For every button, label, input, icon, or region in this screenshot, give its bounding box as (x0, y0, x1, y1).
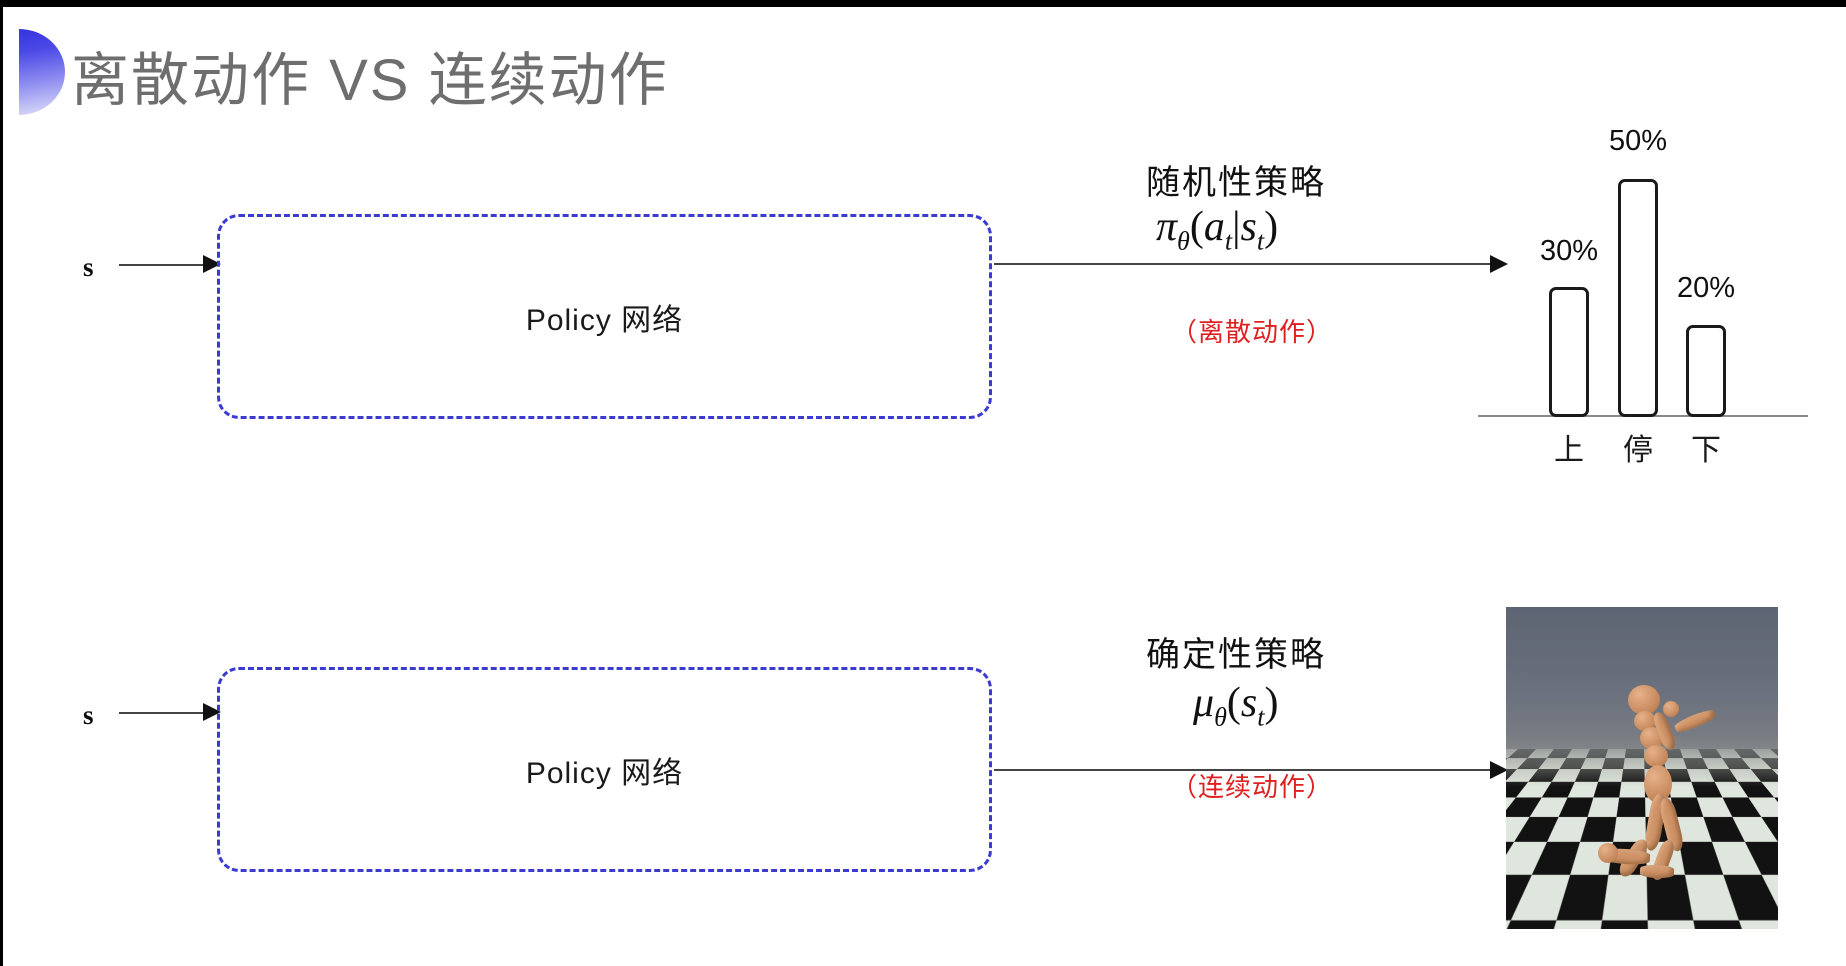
formula-arg-s-2: s (1241, 680, 1257, 726)
bar-value-down: 20% (1656, 272, 1756, 305)
bar-value-up: 30% (1519, 235, 1619, 268)
formula-arg-s-sub-t: t (1257, 226, 1264, 255)
policy-formula-continuous: μθ(st) (1193, 679, 1278, 732)
formula-open-paren: ( (1190, 204, 1204, 250)
formula-symbol-mu: μ (1193, 680, 1214, 726)
policy-formula-discrete: πθ(at|st) (1156, 203, 1278, 256)
action-type-note-discrete: （离散动作） (1171, 312, 1333, 349)
output-arrow-line-discrete (994, 263, 1494, 265)
formula-sub-theta-2: θ (1214, 702, 1227, 731)
formula-arg-a-sub-t: t (1225, 226, 1232, 255)
humanoid-simulation-image (1506, 607, 1778, 929)
discrete-action-bar-chart: 30% 上 50% 停 20% 下 (1478, 117, 1808, 417)
formula-arg-a: a (1204, 204, 1225, 250)
formula-sub-theta: θ (1177, 226, 1190, 255)
input-arrow-line-discrete (119, 264, 207, 266)
page-title: 离散动作 VS 连续动作 (71, 33, 669, 117)
bar-stop[interactable] (1618, 179, 1658, 417)
formula-symbol-pi: π (1156, 204, 1177, 250)
humanoid-front-foot (1640, 864, 1674, 878)
policy-network-label-discrete: Policy 网络 (220, 295, 989, 339)
humanoid-back-knee (1598, 843, 1618, 863)
input-state-label-continuous: s (83, 700, 94, 731)
policy-type-caption-discrete: 随机性策略 (1146, 155, 1326, 204)
humanoid-hand (1663, 701, 1679, 717)
policy-network-label-continuous: Policy 网络 (220, 748, 989, 792)
formula-conditional-bar: | (1232, 204, 1240, 250)
policy-type-caption-continuous: 确定性策略 (1146, 627, 1326, 676)
input-state-label-discrete: s (83, 252, 94, 283)
humanoid-lower-torso (1644, 745, 1668, 767)
input-arrow-line-continuous (119, 712, 207, 714)
formula-close-paren: ) (1264, 204, 1278, 250)
bar-up[interactable] (1549, 287, 1589, 417)
policy-network-box-continuous[interactable]: Policy 网络 (217, 667, 992, 872)
bar-down[interactable] (1686, 325, 1726, 417)
formula-arg-s: s (1241, 204, 1257, 250)
bar-category-down: 下 (1656, 425, 1756, 469)
formula-close-paren-2: ) (1264, 680, 1278, 726)
policy-network-box-discrete[interactable]: Policy 网络 (217, 214, 992, 419)
formula-open-paren-2: ( (1227, 680, 1241, 726)
half-circle-bullet-icon (19, 29, 65, 115)
action-type-note-continuous: （连续动作） (1171, 767, 1333, 804)
bar-value-stop: 50% (1588, 125, 1688, 158)
